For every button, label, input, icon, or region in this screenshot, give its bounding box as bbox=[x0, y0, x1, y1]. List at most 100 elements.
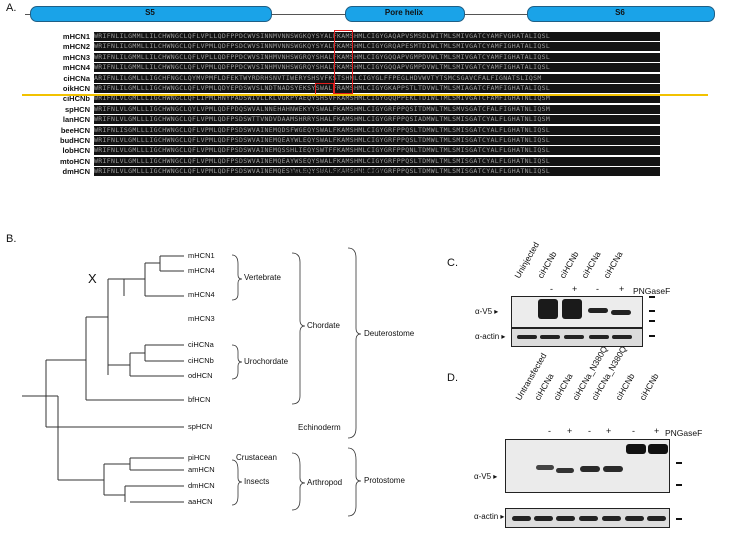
alignment-row: WRIFNLISGMLLLIGCHWNGCLQFLVPMLQDFPSDSWVAI… bbox=[94, 125, 660, 136]
tree-leaf: mHCN4 bbox=[188, 266, 215, 275]
glycosylation-caption: HCN N-linked glycosylation site bbox=[291, 168, 383, 175]
mw-marker bbox=[649, 310, 655, 312]
seq-name: spHCN bbox=[64, 104, 90, 114]
sequence-text: WRIFNLVLGMLLLIGCHWNGCLQFLVPMLQDFPSDSWVAI… bbox=[94, 167, 660, 177]
sequence-text: WRIFNLISGMLLLIGCHWNGCLQFLVPMLQDFPSDSWVAI… bbox=[94, 125, 660, 135]
alignment-row: ARIFNLILGMLLLIGCHFNGCLQYMVPMFLDFEKTWYRDR… bbox=[94, 73, 660, 84]
tree-leaf: dmHCN bbox=[188, 481, 215, 490]
treatment-label: PNGaseF bbox=[665, 428, 703, 438]
s5-helix-label: S5 bbox=[145, 8, 155, 17]
s6-helix-label: S6 bbox=[615, 8, 625, 17]
alignment-row: WRIFNLVLGMLLLIGCHWNGCLQFLVPMLQDFPSDSWVAI… bbox=[94, 156, 660, 167]
tree-leaf: odHCN bbox=[188, 371, 213, 380]
seq-name: lanHCN bbox=[62, 115, 90, 125]
pore-helix-cylinder bbox=[345, 6, 465, 22]
treatment-sign: - bbox=[632, 426, 635, 436]
actin-label-c: α-actin ▸ bbox=[475, 332, 506, 341]
group-urochordate: Urochordate bbox=[244, 357, 289, 366]
sequence-text: WRIFNLILGMMLLILCHWNGCLQFLVPMLQDFPPDCWVSI… bbox=[94, 63, 660, 73]
alignment-divider-line bbox=[22, 94, 708, 96]
s6-helix-cylinder bbox=[527, 6, 715, 22]
sequence-text: WRIFNLVLGMLLLIGCHWNGCLQFLVPMLQDFPSDSWVAI… bbox=[94, 156, 660, 166]
mw-marker bbox=[676, 518, 682, 520]
seq-name: mHCN2 bbox=[62, 42, 90, 52]
seq-name: lobHCN bbox=[62, 146, 91, 156]
alignment-row: WRIFNLVLGMLLLIGCHWNGCLQFLVPMLQDFPSDSWVAI… bbox=[94, 146, 660, 156]
panel-c-letter: C. bbox=[447, 257, 458, 269]
panel-b-letter: B. bbox=[6, 233, 17, 245]
tree-leaf: spHCN bbox=[188, 422, 213, 431]
seq-name: dmHCN bbox=[62, 167, 91, 177]
alignment-row: WRIFNLVLGMLLLIGCHWNGCLQYLVPMLQDFPDQSWVAL… bbox=[94, 104, 660, 115]
seq-name: beeHCN bbox=[60, 125, 90, 135]
v5-blot-d bbox=[505, 439, 670, 493]
panel-d-letter: D. bbox=[447, 372, 458, 384]
pore-helix-label: Pore helix bbox=[384, 8, 424, 17]
sequence-text: WRIFNLILGMLLLIGCHWNGCLQFLVPMLQDYEPDSWVSL… bbox=[94, 83, 660, 93]
seq-name: mHCN4 bbox=[62, 63, 90, 73]
v5-label-c: α-V5 ▸ bbox=[475, 307, 499, 316]
sequence-name-column: mHCN1 mHCN2 mHCN3 mHCN4 ciHCNa oikHCN ci… bbox=[28, 32, 90, 177]
mw-marker bbox=[649, 320, 655, 322]
treatment-sign: + bbox=[654, 426, 660, 436]
group-insects: Insects bbox=[244, 477, 270, 486]
seq-name: ciHCNa bbox=[63, 73, 90, 83]
gene-loss-mark: X bbox=[88, 271, 97, 286]
seq-name: mtoHCN bbox=[60, 156, 90, 166]
mw-marker bbox=[649, 335, 655, 337]
treatment-sign: + bbox=[572, 284, 578, 294]
treatment-label: PNGaseF bbox=[633, 286, 671, 296]
group-echinoderm: Echinoderm bbox=[298, 423, 341, 432]
mw-marker bbox=[676, 462, 682, 464]
alignment-row: WRIFNLILGMMLLILCHWNGCLQFLVPLLQDFPPDCWVSI… bbox=[94, 52, 660, 63]
seq-name: ciHCNb bbox=[62, 94, 90, 104]
seq-name: mHCN3 bbox=[62, 52, 90, 62]
tree-leaf: aaHCN bbox=[188, 497, 213, 506]
actin-blot-c bbox=[511, 328, 643, 347]
mw-marker bbox=[676, 484, 682, 486]
s5-helix-cylinder bbox=[30, 6, 272, 22]
alignment-row: WRIFNLVLGMLLLIGCHWNGCLQFLVPMLQDFPSDSWVAI… bbox=[94, 135, 660, 146]
alignment-row: WRIFNLILGMLLLIGCHWNGCLQFLVPMLQDYEPDSWVSL… bbox=[94, 83, 660, 94]
treatment-sign: - bbox=[548, 426, 551, 436]
v5-blot-c bbox=[511, 296, 643, 328]
seq-name: budHCN bbox=[60, 135, 90, 145]
tree-leaf: amHCN bbox=[188, 465, 215, 474]
alignment-row: WRIFNLILGMMLLILCHWNGCLQFLVPMLQDFPSDCWVSI… bbox=[94, 42, 660, 52]
sequence-text: WRIFNLILGMMLLILCHWNGCLQFLVPLLQDFPPDCWVSI… bbox=[94, 32, 660, 41]
alignment-row: WRIFNLILGMMLLILCHWNGCLQFLVPMLQDFPPDCWVSI… bbox=[94, 63, 660, 73]
actin-label-d: α-actin ▸ bbox=[474, 512, 505, 521]
tree-leaf: ciHCNb bbox=[188, 356, 214, 365]
sequence-text: WRIFNLVLGMLLLIGCHWNGCLQFLVPMLQDFPSDSWVAI… bbox=[94, 146, 660, 156]
sequence-text: WRIFNLVLGMLLLIGCHWNGCLQYLVPMLQDFPDQSWVAL… bbox=[94, 104, 660, 114]
treatment-sign: + bbox=[567, 426, 573, 436]
alignment-row: WRIFNLVLGMLLLIGCHWNGCLQFLVPMLQDFPSDSWVAI… bbox=[94, 167, 660, 177]
treatment-sign: - bbox=[596, 284, 599, 294]
seq-name: mHCN1 bbox=[62, 32, 90, 41]
treatment-sign: - bbox=[550, 284, 553, 294]
group-chordate: Chordate bbox=[307, 321, 340, 330]
alignment-row: WRIFNLVLGMLLLIGCHWNGCLQFLIPMLHNYPADSWIVL… bbox=[94, 94, 660, 104]
sequence-text: WRIFNLVLGMLLLIGCHWNGCLQFLIPMLHNYPADSWIVL… bbox=[94, 94, 660, 104]
tree-leaf: mHCN4 bbox=[188, 290, 215, 299]
actin-blot-d bbox=[505, 508, 670, 528]
treatment-sign: - bbox=[588, 426, 591, 436]
sequence-text: WRIFNLVLGMLLLIGCHWNGCLQFLVPMLQDFPSDSWTTV… bbox=[94, 115, 660, 125]
alignment-row: WRIFNLVLGMLLLIGCHWNGCLQFLVPMLQDFPSDSWTTV… bbox=[94, 115, 660, 125]
sequence-text: WRIFNLILGMMLLILCHWNGCLQFLVPMLQDFPSDCWVSI… bbox=[94, 42, 660, 52]
sequence-text: WRIFNLVLGMLLLIGCHWNGCLQFLVPMLQDFPSDSWVAI… bbox=[94, 135, 660, 145]
group-crustacean: Crustacean bbox=[236, 453, 277, 462]
group-deuterostome: Deuterostome bbox=[364, 329, 415, 338]
tree-leaf: mHCN3 bbox=[188, 314, 215, 323]
treatment-sign: + bbox=[606, 426, 612, 436]
sequence-text: ARIFNLILGMLLLIGCHFNGCLQYMVPMFLDFEKTWYRDR… bbox=[94, 73, 660, 83]
group-arthropod: Arthropod bbox=[307, 478, 343, 487]
alignment-row: WRIFNLILGMMLLILCHWNGCLQFLVPLLQDFPPDCWVSI… bbox=[94, 32, 660, 42]
sequence-text: WRIFNLILGMMLLILCHWNGCLQFLVPLLQDFPPDCWVSI… bbox=[94, 52, 660, 62]
mw-marker bbox=[649, 296, 655, 298]
tree-leaf: piHCN bbox=[188, 453, 211, 462]
glycosylation-site-box-upper bbox=[334, 30, 353, 94]
v5-label-d: α-V5 ▸ bbox=[474, 472, 498, 481]
seq-name: oikHCN bbox=[62, 83, 90, 93]
